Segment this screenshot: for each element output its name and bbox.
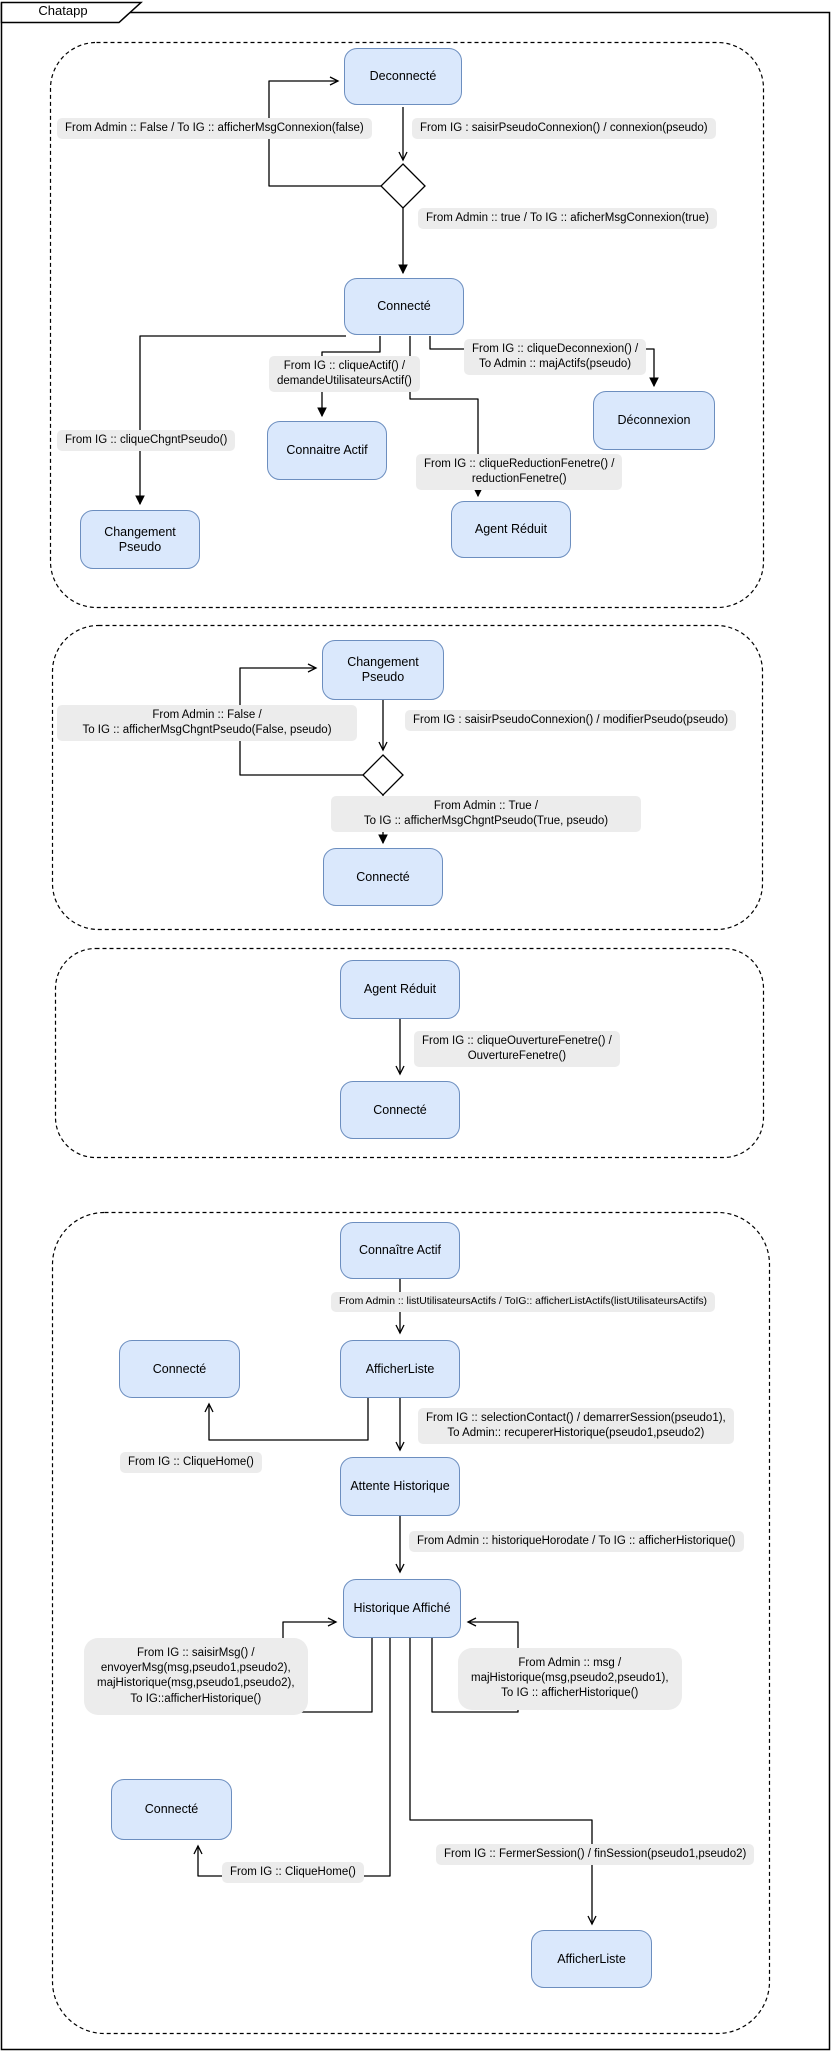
arrow-historique-selfloop-right: [431, 1617, 519, 1713]
transition-label-clique-deconnexion: From IG :: cliqueDeconnexion() / To Admi…: [464, 339, 647, 376]
transition-label-clique-home-1: From IG :: CliqueHome(): [120, 1452, 262, 1474]
choice-node-connexion: [380, 163, 426, 209]
container-historique: [51, 1211, 771, 2035]
arrow-afficherliste-to-connecte-home: [204, 1398, 369, 1441]
transition-label-clique-actif: From IG :: cliqueActif() / demandeUtilis…: [269, 356, 420, 393]
state-deconnecte: Deconnecté: [344, 48, 462, 105]
state-connecte: Connecté: [344, 278, 464, 335]
state-changement-pseudo: Changement Pseudo: [80, 510, 200, 569]
state-changement-pseudo-2: Changement Pseudo: [322, 640, 444, 700]
state-connecte-2: Connecté: [323, 848, 443, 906]
state-historique-affiche: Historique Affiché: [343, 1579, 461, 1638]
state-connecte-4: Connecté: [119, 1340, 240, 1398]
state-connaitre-actif-2: Connaître Actif: [340, 1222, 460, 1279]
state-attente-historique: Attente Historique: [340, 1457, 460, 1516]
transition-label-selection-contact: From IG :: selectionContact() / demarrer…: [418, 1408, 734, 1445]
state-deconnexion: Déconnexion: [593, 391, 715, 450]
transition-label-list-utilisateurs: From Admin :: listUtilisateursActifs / T…: [331, 1292, 715, 1312]
transition-label-clique-ouverture: From IG :: cliqueOuvertureFenetre() / Ou…: [414, 1031, 620, 1068]
transition-label-chg-saisir-pseudo: From IG : saisirPseudoConnexion() / modi…: [405, 710, 737, 732]
state-connecte-5: Connecté: [111, 1779, 232, 1840]
arrow-historique-to-afficherliste2: [409, 1638, 597, 1926]
container-connexion: [49, 41, 765, 609]
transition-label-clique-reduction: From IG :: cliqueReductionFenetre() / re…: [416, 454, 623, 491]
transition-label-saisir-msg: From IG :: saisirMsg() / envoyerMsg(msg,…: [84, 1638, 308, 1715]
transition-label-admin-msg: From Admin :: msg / majHistorique(msg,ps…: [458, 1648, 682, 1710]
state-connaitre-actif: Connaitre Actif: [267, 421, 387, 480]
state-connecte-3: Connecté: [340, 1081, 460, 1139]
state-afficher-liste-2: AfficherListe: [531, 1930, 652, 1988]
state-afficher-liste-1: AfficherListe: [340, 1340, 460, 1398]
frame-title: Chatapp: [38, 3, 88, 18]
container-changement-pseudo: [51, 624, 764, 931]
state-agent-reduit-2: Agent Réduit: [340, 960, 460, 1019]
transition-label-admin-false: From Admin :: False / To IG :: afficherM…: [57, 118, 372, 140]
state-agent-reduit: Agent Réduit: [451, 501, 571, 558]
transition-label-clique-chgnt-pseudo: From IG :: cliqueChgntPseudo(): [57, 430, 236, 452]
transition-label-clique-home-2: From IG :: CliqueHome(): [222, 1862, 364, 1884]
transition-label-chg-admin-true: From Admin :: True / To IG :: afficherMs…: [331, 796, 641, 833]
transition-label-saisir-pseudo: From IG : saisirPseudoConnexion() / conn…: [412, 118, 716, 140]
transition-label-admin-true: From Admin :: true / To IG :: aficherMsg…: [418, 208, 717, 230]
frame-tab: [0, 1, 143, 24]
transition-label-historique-horodate: From Admin :: historiqueHorodate / To IG…: [409, 1531, 744, 1553]
transition-label-chg-admin-false: From Admin :: False / To IG :: afficherM…: [57, 705, 357, 742]
transition-label-fermer-session: From IG :: FermerSession() / finSession(…: [436, 1844, 755, 1866]
choice-node-chgpseudo: [362, 754, 404, 796]
